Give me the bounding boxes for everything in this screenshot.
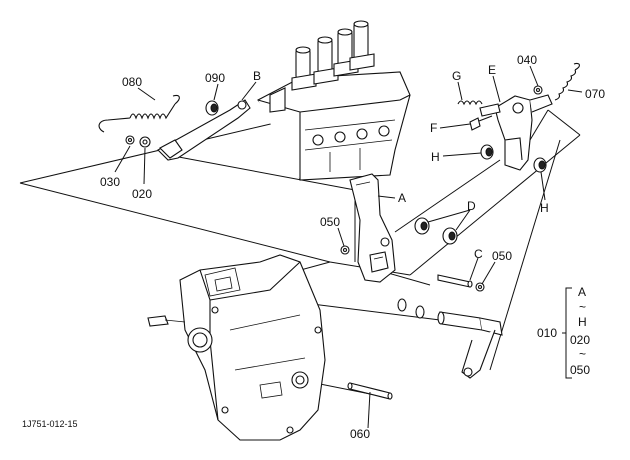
- lever-E: [479, 94, 553, 171]
- range-line-1: A: [578, 285, 586, 299]
- leader-lines: [114, 65, 583, 429]
- diagram-id: 1J751-012-15: [22, 419, 78, 429]
- label-050-upper: 050: [320, 215, 340, 229]
- range-main-label: 010: [537, 326, 557, 340]
- bushing-H-left: [480, 144, 494, 160]
- pin-C: [437, 274, 473, 288]
- label-G: G: [452, 69, 461, 83]
- callout-labels: 080 090 B 030 020 G E 040 070 F H H A D …: [100, 53, 605, 441]
- label-A: A: [398, 191, 406, 205]
- label-H-left: H: [431, 150, 440, 164]
- collar-D-2: [442, 227, 458, 245]
- spring-G: [457, 100, 483, 106]
- spring-070: [554, 62, 580, 101]
- range-line-4: 020: [570, 333, 590, 347]
- label-040: 040: [517, 53, 537, 67]
- governor-shaft-lever: [397, 298, 503, 379]
- label-H-right: H: [540, 201, 549, 215]
- collar-D-1: [414, 217, 430, 235]
- label-070: 070: [585, 87, 605, 101]
- label-020: 020: [132, 187, 152, 201]
- label-C: C: [474, 247, 483, 261]
- washer-030: [125, 135, 135, 145]
- clip-050-upper: [340, 245, 350, 255]
- washer-020: [139, 136, 151, 148]
- label-E: E: [488, 63, 496, 77]
- label-080: 080: [122, 75, 142, 89]
- injection-pump: [257, 20, 411, 181]
- bushing-H-right: [533, 157, 547, 173]
- collar-090: [205, 100, 219, 116]
- clip-050-lower: [475, 282, 485, 292]
- range-line-3: H: [578, 315, 587, 329]
- bolt-F: [469, 115, 493, 131]
- label-090: 090: [205, 71, 225, 85]
- label-F: F: [430, 121, 437, 135]
- governor-spring-080: [98, 94, 180, 133]
- plate-A: [349, 173, 396, 283]
- range-bracket-010: 010 A ~ H 020 ~ 050: [537, 285, 590, 379]
- gearcase-housing: [147, 254, 326, 441]
- shaft-060: [347, 382, 393, 400]
- range-line-6: 050: [570, 363, 590, 377]
- range-line-5: ~: [579, 347, 586, 361]
- fork-lever-B: [157, 99, 251, 161]
- label-060: 060: [350, 427, 370, 441]
- label-B: B: [253, 69, 261, 83]
- label-D: D: [467, 199, 476, 213]
- washer-040: [533, 85, 543, 95]
- label-030: 030: [100, 175, 120, 189]
- label-050-lower: 050: [492, 249, 512, 263]
- range-line-2: ~: [579, 300, 586, 314]
